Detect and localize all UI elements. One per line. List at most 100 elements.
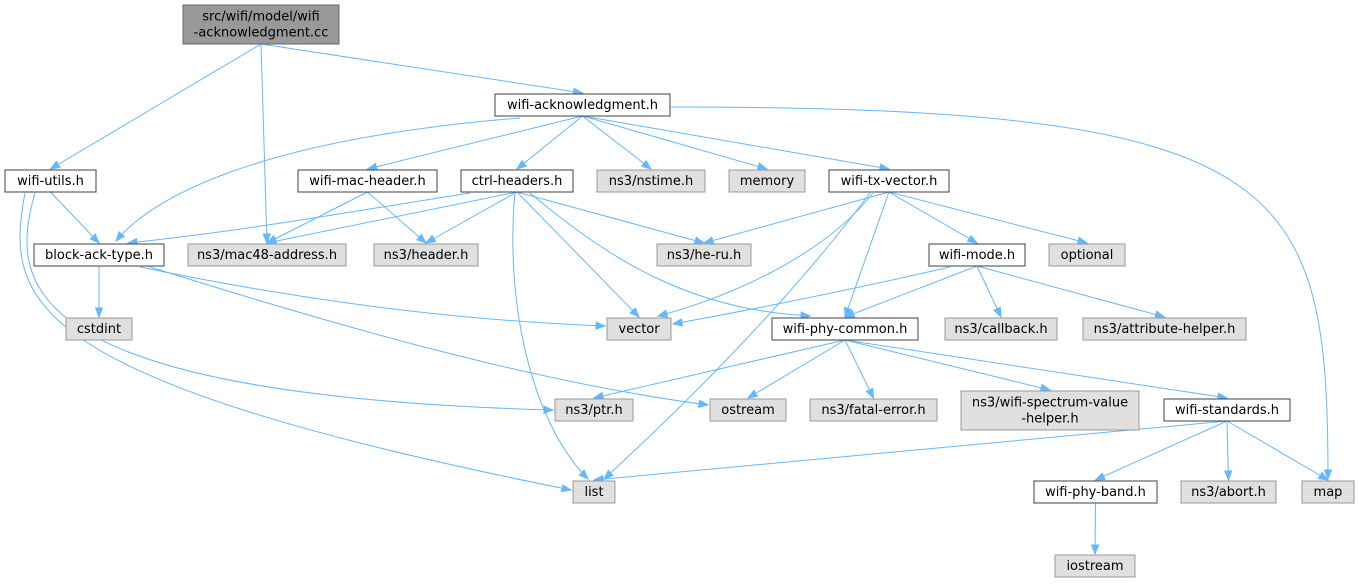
edge-block-ack-type-h-to-ostream [149, 266, 709, 406]
node-box-memory [728, 169, 806, 193]
edge-wifi-standards-h-to-wifi-phy-band-h [1095, 420, 1228, 481]
node-wifi-mode-h[interactable]: wifi-mode.h [928, 243, 1026, 267]
node-ctrl-headers-h[interactable]: ctrl-headers.h [460, 169, 574, 193]
edge-ctrl-headers-h-to-block-ack-type-h [127, 192, 471, 244]
edge-arrowhead-wifi-standards-h-to-wifi-phy-band-h [1094, 472, 1106, 481]
edge-wifi-ack-h-to-map [670, 106, 1329, 480]
node-label-ns3-wifi-spectrum-value-helper-h-line-2: -helper.h [1021, 412, 1078, 427]
node-box-ns3-attribute-helper-h [1082, 317, 1247, 341]
edge-arrowhead-wifi-utils-h-to-list [560, 483, 573, 493]
node-box-wifi-phy-band-h [1033, 480, 1158, 504]
node-box-optional [1048, 243, 1126, 267]
node-map: map [1301, 480, 1355, 504]
file-nodes: src/wifi/model/wifi-acknowledgment.cc wif… [4, 4, 1355, 578]
edge-root-to-ns3-mac48-address-h [260, 43, 268, 244]
node-label-wifi-mac-header-h: wifi-mac-header.h [309, 174, 426, 189]
edge-arrowhead-wifi-ack-h-to-map [1323, 469, 1333, 481]
node-cstdint: cstdint [65, 317, 133, 341]
edge-wifi-mode-h-to-vector [672, 266, 951, 325]
node-ns3-wifi-spectrum-value-helper-h: ns3/wifi-spectrum-value-helper.h [960, 390, 1140, 431]
node-box-ns3-header-h [373, 243, 479, 267]
edge-wifi-tx-vector-h-to-ns3-he-ru-h [703, 191, 890, 244]
node-ns3-he-ru-h: ns3/he-ru.h [656, 243, 752, 267]
edge-wifi-phy-common-h-to-ns3-fatal-error-h [844, 339, 874, 399]
node-wifi-tx-vector-h[interactable]: wifi-tx-vector.h [828, 169, 950, 193]
dependency-edges [19, 43, 1333, 556]
edge-wifi-tx-vector-h-to-optional [888, 191, 1088, 244]
edge-wifi-utils-h-to-block-ack-type-h [50, 191, 100, 244]
node-ns3-attribute-helper-h: ns3/attribute-helper.h [1082, 317, 1247, 341]
node-label-wifi-phy-common-h: wifi-phy-common.h [783, 322, 908, 337]
edge-arrowhead-wifi-tx-vector-h-to-ns3-he-ru-h [702, 236, 715, 245]
node-label-ns3-nstime-h: ns3/nstime.h [609, 174, 693, 189]
node-box-list [572, 480, 616, 504]
edge-arrowhead-wifi-phy-common-h-to-ns3-fatal-error-h [865, 387, 875, 400]
edge-wifi-mode-h-to-wifi-phy-common-h [844, 265, 978, 318]
node-label-memory: memory [740, 174, 795, 189]
node-ns3-nstime-h: ns3/nstime.h [596, 169, 706, 193]
edge-block-ack-type-h-to-vector [139, 266, 606, 327]
node-block-ack-type-h[interactable]: block-ack-type.h [33, 243, 165, 267]
node-ns3-fatal-error-h: ns3/fatal-error.h [809, 398, 938, 422]
edge-arrowhead-wifi-ack-h-to-block-ack-type-h [115, 230, 126, 243]
node-label-wifi-phy-band-h: wifi-phy-band.h [1045, 485, 1146, 500]
node-wifi-utils-h[interactable]: wifi-utils.h [4, 169, 97, 193]
edge-arrowhead-root-to-wifi-utils-h [49, 160, 61, 170]
node-label-wifi-tx-vector-h: wifi-tx-vector.h [841, 174, 938, 189]
node-label-ctrl-headers-h: ctrl-headers.h [472, 174, 563, 189]
edge-arrowhead-wifi-ack-h-to-ctrl-headers-h [515, 159, 528, 170]
edge-wifi-mac-header-h-to-ns3-header-h [367, 191, 427, 244]
edge-arrowhead-wifi-phy-common-h-to-ns3-ptr-h [592, 391, 605, 400]
node-wifi-phy-common-h[interactable]: wifi-phy-common.h [771, 317, 919, 341]
node-box-block-ack-type-h [33, 243, 165, 267]
node-label-ostream: ostream [721, 403, 775, 418]
node-label-root-line-2: -acknowledgment.cc [194, 26, 329, 41]
edge-ctrl-headers-h-to-ns3-he-ru-h [516, 191, 705, 244]
node-label-wifi-utils-h: wifi-utils.h [17, 174, 84, 189]
node-wifi-phy-band-h[interactable]: wifi-phy-band.h [1033, 480, 1158, 504]
node-label-optional: optional [1061, 248, 1114, 263]
node-box-ns3-ptr-h [554, 398, 634, 422]
node-memory: memory [728, 169, 806, 193]
node-ostream: ostream [709, 398, 787, 422]
edge-arrowhead-wifi-mode-h-to-wifi-phy-common-h [843, 309, 856, 318]
node-list: list [572, 480, 616, 504]
node-box-map [1301, 480, 1355, 504]
edge-arrowhead-wifi-tx-vector-h-to-wifi-mode-h [966, 234, 979, 244]
edge-arrowhead-wifi-mode-h-to-ns3-callback-h [993, 306, 1002, 319]
node-box-wifi-standards-h [1163, 398, 1291, 422]
node-box-ns3-nstime-h [596, 169, 706, 193]
edge-arrowhead-wifi-utils-h-to-block-ack-type-h [89, 233, 100, 244]
edge-wifi-tx-vector-h-to-wifi-phy-common-h [844, 191, 890, 318]
edge-arrowhead-wifi-tx-vector-h-to-list [602, 469, 614, 480]
node-box-root [182, 4, 340, 45]
edge-arrowhead-wifi-mode-h-to-ns3-attribute-helper-h [1154, 310, 1166, 319]
node-label-list: list [584, 485, 603, 500]
node-label-ns3-fatal-error-h: ns3/fatal-error.h [821, 403, 925, 418]
node-box-ctrl-headers-h [460, 169, 574, 193]
edge-wifi-ack-h-to-wifi-tx-vector-h [582, 115, 890, 170]
edge-arrowhead-ctrl-headers-h-to-ns3-header-h [424, 234, 437, 244]
node-root[interactable]: src/wifi/model/wifi-acknowledgment.cc [182, 4, 340, 45]
node-label-ns3-he-ru-h: ns3/he-ru.h [667, 248, 742, 263]
node-wifi-mac-header-h[interactable]: wifi-mac-header.h [297, 169, 438, 193]
node-box-ns3-wifi-spectrum-value-helper-h [960, 390, 1140, 431]
edge-arrowhead-wifi-ack-h-to-wifi-mac-header-h [366, 162, 378, 171]
node-ns3-callback-h: ns3/callback.h [944, 317, 1058, 341]
edge-arrowhead-wifi-ack-h-to-ns3-nstime-h [640, 159, 653, 170]
node-wifi-ack-h[interactable]: wifi-acknowledgment.h [494, 93, 671, 117]
node-label-ns3-abort-h: ns3/abort.h [1191, 485, 1266, 500]
edge-wifi-ack-h-to-wifi-mac-header-h [367, 115, 583, 170]
node-label-wifi-ack-h: wifi-acknowledgment.h [507, 98, 658, 113]
node-box-wifi-ack-h [494, 93, 671, 117]
node-optional: optional [1048, 243, 1126, 267]
edge-wifi-tx-vector-h-to-list [603, 192, 871, 480]
edge-arrowhead-wifi-phy-common-h-to-ostream [746, 389, 759, 399]
edge-ctrl-headers-h-to-vector [516, 191, 640, 318]
node-label-map: map [1314, 485, 1343, 500]
node-label-vector: vector [618, 322, 660, 337]
node-wifi-standards-h[interactable]: wifi-standards.h [1163, 398, 1291, 422]
node-label-root-line-1: src/wifi/model/wifi [202, 10, 319, 25]
node-box-vector [606, 317, 672, 341]
